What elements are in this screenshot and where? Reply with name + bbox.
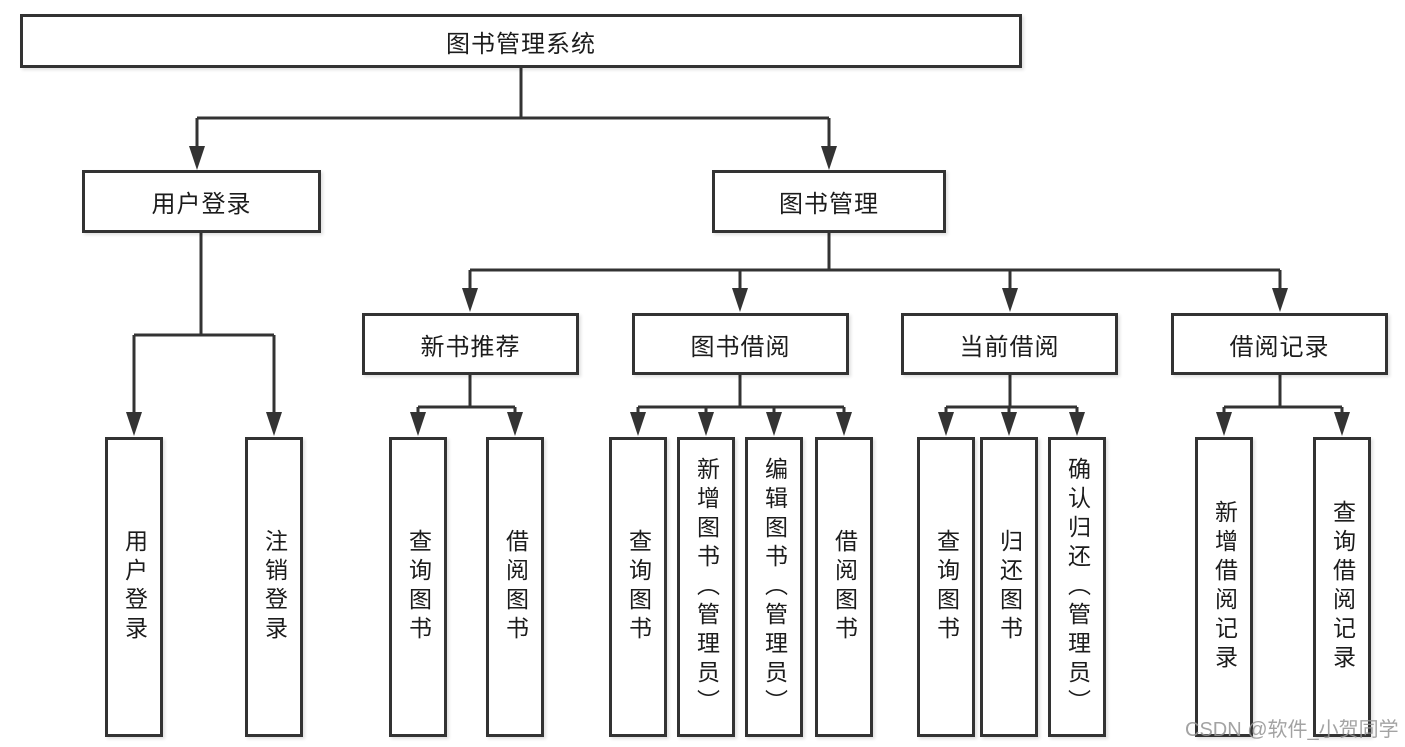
node-label: 新增借阅记录 xyxy=(1211,500,1238,674)
node-label: 借阅记录 xyxy=(1229,333,1330,361)
node-label: 图书管理系统 xyxy=(446,30,596,58)
node-new-book-recommendation: 新书推荐 xyxy=(362,313,579,375)
node-root-library-system: 图书管理系统 xyxy=(20,14,1022,68)
node-label: 查询图书 xyxy=(933,529,960,645)
node-label: 查询图书 xyxy=(405,529,432,645)
leaf-borrow-add-books-admin: 新增图书（管理员） xyxy=(677,437,735,737)
leaf-current-return-books: 归还图书 xyxy=(980,437,1038,737)
node-label: 当前借阅 xyxy=(959,333,1060,361)
node-label: 新增图书（管理员） xyxy=(693,456,720,718)
leaf-borrow-query-books: 查询图书 xyxy=(609,437,667,737)
node-label: 编辑图书（管理员） xyxy=(761,456,788,718)
node-label: 图书借阅 xyxy=(690,333,791,361)
node-label: 归还图书 xyxy=(996,529,1023,645)
leaf-user-login: 用户登录 xyxy=(105,437,163,737)
leaf-borrow-borrow-books: 借阅图书 xyxy=(815,437,873,737)
node-label: 注销登录 xyxy=(261,529,288,645)
connector-bookmgmt-to-level3 xyxy=(462,232,1288,312)
leaf-logout: 注销登录 xyxy=(245,437,303,737)
leaf-records-add-borrow-record: 新增借阅记录 xyxy=(1195,437,1253,737)
node-label: 图书管理 xyxy=(779,191,879,218)
leaf-borrow-edit-books-admin: 编辑图书（管理员） xyxy=(745,437,803,737)
node-label: 查询图书 xyxy=(625,529,652,645)
node-label: 确认归还（管理员） xyxy=(1064,456,1091,718)
leaf-current-query-books: 查询图书 xyxy=(917,437,975,737)
csdn-watermark: CSDN @软件_小贺同学 xyxy=(1185,719,1399,741)
leaf-rec-query-books: 查询图书 xyxy=(389,437,447,737)
node-book-borrowing: 图书借阅 xyxy=(632,313,849,375)
node-label: 用户登录 xyxy=(121,529,148,645)
node-book-management: 图书管理 xyxy=(712,170,946,233)
connector-userlogin-to-leaves xyxy=(126,232,282,436)
node-label: 查询借阅记录 xyxy=(1329,500,1356,674)
leaf-rec-borrow-books: 借阅图书 xyxy=(486,437,544,737)
node-borrowing-records: 借阅记录 xyxy=(1171,313,1388,375)
connector-newbookrec-to-leaves xyxy=(410,374,523,436)
node-label: 新书推荐 xyxy=(420,333,521,361)
node-user-login: 用户登录 xyxy=(82,170,321,233)
leaf-current-confirm-return-admin: 确认归还（管理员） xyxy=(1048,437,1106,737)
connector-borrowrecords-to-leaves xyxy=(1216,374,1350,436)
connector-root-to-level2 xyxy=(189,67,837,170)
node-label: 借阅图书 xyxy=(831,529,858,645)
node-label: 借阅图书 xyxy=(502,529,529,645)
leaf-records-query-borrow-record: 查询借阅记录 xyxy=(1313,437,1371,737)
connector-currentborrow-to-leaves xyxy=(938,374,1085,436)
node-label: 用户登录 xyxy=(151,191,252,218)
connector-bookborrow-to-leaves xyxy=(630,374,852,436)
node-current-borrowing: 当前借阅 xyxy=(901,313,1118,375)
